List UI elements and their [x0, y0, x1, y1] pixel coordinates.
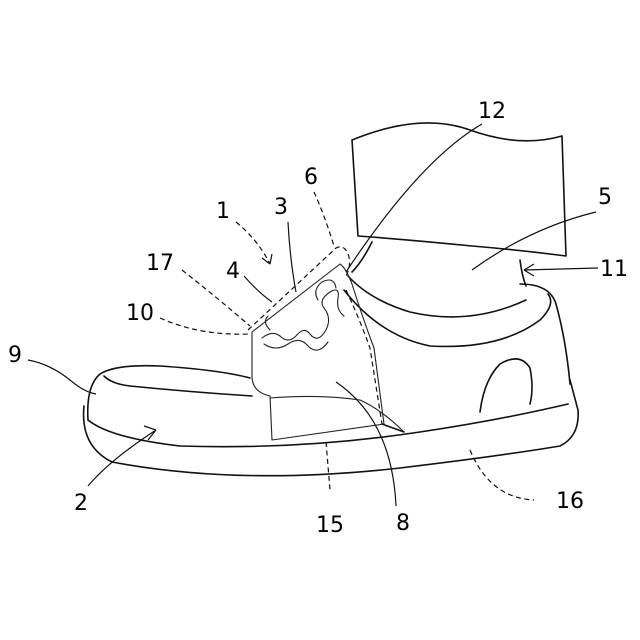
- ref-label-17: 17: [146, 251, 174, 276]
- ref-label-9: 9: [8, 343, 22, 368]
- ref-label-4: 4: [226, 259, 240, 284]
- shoe-upper: [88, 276, 570, 432]
- ref-label-12: 12: [478, 99, 506, 124]
- ref-label-5: 5: [598, 185, 612, 210]
- ref-label-3: 3: [274, 195, 288, 220]
- ref-label-8: 8: [396, 511, 410, 536]
- ref-label-10: 10: [126, 301, 154, 326]
- ref-label-15: 15: [316, 513, 344, 538]
- ref-label-6: 6: [304, 165, 318, 190]
- ref-1-arrow: [236, 222, 272, 264]
- cover-panel: [252, 264, 404, 440]
- ref-label-1: 1: [216, 199, 230, 224]
- ref-label-2: 2: [74, 491, 88, 516]
- dashed-leaders: [160, 192, 534, 500]
- trouser-cuff: [352, 123, 566, 256]
- ref-label-11: 11: [600, 257, 628, 282]
- tongue: [248, 247, 382, 424]
- ref-label-16: 16: [556, 489, 584, 514]
- sole: [84, 380, 579, 476]
